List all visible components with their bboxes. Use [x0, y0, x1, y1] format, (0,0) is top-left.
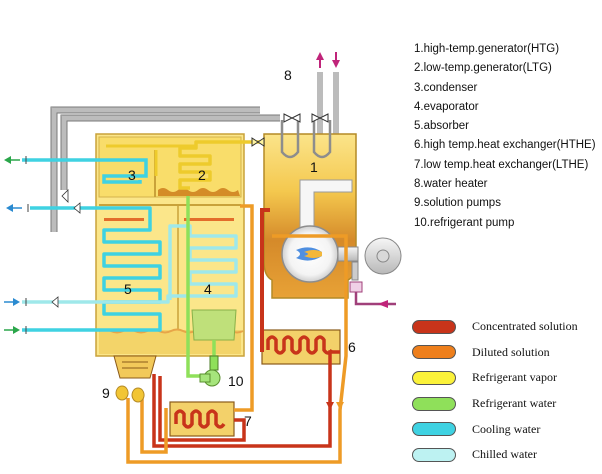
- lthe-exchanger: [169, 401, 235, 437]
- external-water-connections: [25, 156, 29, 334]
- component-list-item: 2.low-temp.generator(LTG): [414, 62, 552, 75]
- vapor-line-top: [106, 142, 198, 148]
- diluted-line-c: [234, 204, 254, 412]
- legend-swatch: [412, 396, 456, 411]
- callout-solution-pumps: 9: [102, 385, 110, 401]
- component-list: 1.high-temp.generator(HTG) 2.low-temp.ge…: [414, 40, 596, 233]
- legend-item: Diluted solution: [412, 340, 602, 366]
- burner-fan: [337, 237, 402, 293]
- component-list-item: 6.high temp.heat exchanger(HTHE): [414, 139, 596, 152]
- water-heater-piping: [51, 72, 339, 232]
- refrigerant-tray: [191, 309, 237, 341]
- hot-water-arrows: [316, 52, 340, 68]
- component-list-item: 1.high-temp.generator(HTG): [414, 43, 560, 55]
- legend-item: Concentrated solution: [412, 314, 602, 340]
- ltg-vapor-coil: [178, 140, 274, 190]
- gas-inlet-arrow: [378, 300, 388, 308]
- legend-label: Refrigerant water: [472, 396, 557, 411]
- concentrated-line-c: [158, 376, 246, 442]
- legend-item: Chilled water: [412, 442, 602, 468]
- component-list-item: 8.water heater: [414, 178, 488, 191]
- sprayer-rows: [104, 218, 234, 221]
- callout-htg: 1: [310, 159, 318, 175]
- fluid-legend: Concentrated solution Diluted solution R…: [412, 314, 602, 468]
- legend-swatch: [412, 319, 456, 334]
- water-heater-coil: [280, 120, 332, 159]
- callout-refrigerant-pump: 10: [228, 373, 244, 389]
- component-list-item: 4.evaporator: [414, 100, 479, 113]
- legend-swatch: [412, 422, 456, 437]
- callout-absorber: 5: [124, 281, 132, 297]
- legend-swatch: [412, 447, 456, 462]
- legend-item: Refrigerant water: [412, 391, 602, 417]
- callout-condenser: 3: [128, 167, 136, 183]
- legend-swatch: [412, 345, 456, 360]
- solution-sump: [113, 355, 157, 379]
- solution-pumps: [115, 385, 145, 403]
- concentrated-line-b: [152, 350, 340, 448]
- concentrated-line-a: [260, 208, 270, 352]
- condenser-cooling-water: [22, 158, 148, 184]
- diluted-line-b: [140, 396, 168, 454]
- legend-swatch: [412, 370, 456, 385]
- legend-item: Cooling water: [412, 416, 602, 442]
- legend-label: Diluted solution: [472, 344, 550, 359]
- callout-water-heater: 8: [284, 67, 292, 83]
- component-list-item: 5.absorber: [414, 120, 469, 133]
- callout-ltg: 2: [198, 167, 206, 183]
- ltg-liquid-level: [158, 188, 240, 196]
- check-valves: [326, 402, 344, 410]
- legend-label: Refrigerant vapor: [472, 370, 557, 385]
- component-list-item: 3.condenser: [414, 81, 478, 94]
- water-heater-pipe-edges: [50, 106, 280, 232]
- water-line-valves: [51, 189, 81, 308]
- component-list-item: 10.refrigerant pump: [414, 216, 515, 229]
- water-direction-arrows: [4, 156, 22, 334]
- hthe-exchanger: [261, 329, 341, 365]
- valves: [251, 113, 329, 147]
- gas-inlet-line: [354, 292, 396, 306]
- refrigerant-pump: [199, 355, 221, 387]
- callout-hthe: 6: [348, 339, 356, 355]
- callout-lthe: 7: [244, 413, 252, 429]
- legend-label: Chilled water: [472, 447, 537, 462]
- callout-evaporator: 4: [204, 281, 212, 297]
- legend-label: Cooling water: [472, 421, 541, 436]
- legend-item: Refrigerant vapor: [412, 365, 602, 391]
- absorber-cooling-coil: [22, 206, 162, 332]
- evaporator-chilled-coil: [22, 224, 238, 304]
- component-list-item: 7.low temp.heat exchanger(LTHE): [414, 158, 589, 171]
- component-list-item: 9.solution pumps: [414, 197, 501, 210]
- legend-label: Concentrated solution: [472, 319, 578, 334]
